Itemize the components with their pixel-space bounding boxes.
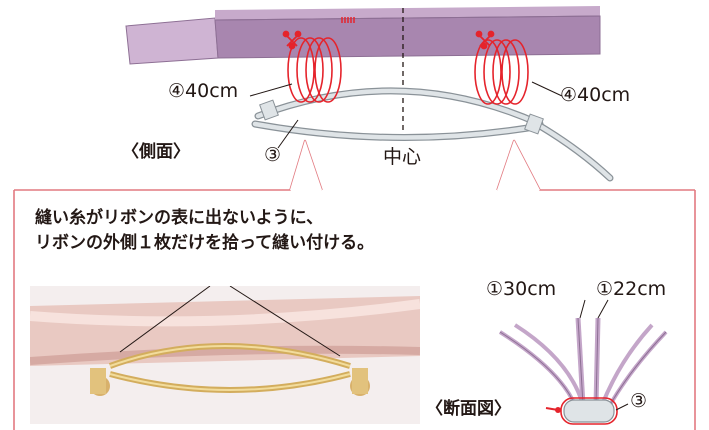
sewing-note: 縫い糸がリボンの表に出ないように、 リボンの外側１枚だけを拾って縫い付ける。: [35, 206, 374, 255]
section-view-label: 〈断面図〉: [426, 399, 511, 419]
sewing-note-line1: 縫い糸がリボンの表に出ないように、: [35, 208, 324, 228]
handle-ref-side: ③: [264, 144, 282, 166]
handle-ref-section: ③: [630, 390, 648, 412]
cross-section: [498, 299, 668, 425]
thread-coil-left: [287, 37, 342, 103]
center-label: 中心: [383, 146, 422, 168]
thread-coil-right: [474, 39, 529, 105]
ribbon-handle-photo: [30, 286, 420, 424]
ribbon-length-30: ①30cm: [486, 278, 557, 300]
thread-length-left: ④40cm: [168, 80, 239, 102]
scissors-icon: [282, 30, 302, 50]
scissors-icon: [475, 30, 495, 50]
bag-handle-side: [251, 87, 614, 182]
stitch-marks: [341, 17, 355, 23]
ribbon-length-22: ①22cm: [596, 278, 667, 300]
thread-length-right: ④40cm: [560, 84, 631, 106]
sewing-note-line2: リボンの外側１枚だけを拾って縫い付ける。: [35, 232, 375, 253]
side-view-label: 〈側面〉: [122, 142, 190, 162]
ribbon-band: [125, 6, 601, 65]
